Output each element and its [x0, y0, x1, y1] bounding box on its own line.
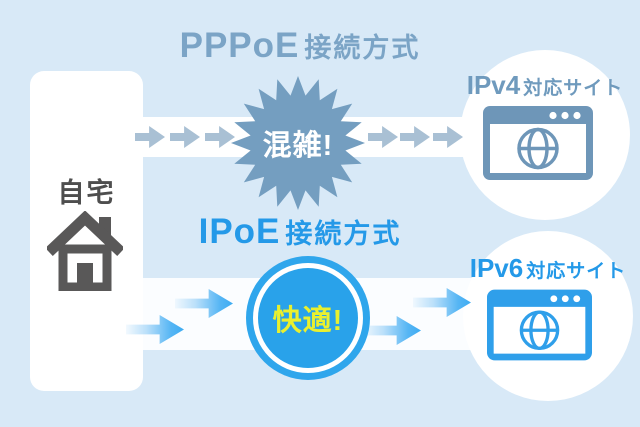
ipv6-site-name: IPv6: [469, 253, 524, 283]
ipoe-heading-latin: IPoE: [198, 212, 281, 251]
pppoe-heading-latin: PPPoE: [179, 26, 300, 65]
congestion-label: 混雑!: [262, 130, 334, 162]
ipv4-site-name: IPv4: [466, 70, 521, 100]
pppoe-heading: PPPoE 接続方式: [120, 26, 480, 66]
ipv6-site-suffix: 対応サイト: [526, 261, 627, 282]
ipv4-site-label: IPv4 対応サイト: [460, 70, 630, 101]
ipv4-site-suffix: 対応サイト: [523, 78, 624, 99]
house-icon: [47, 211, 123, 291]
ipv6-site-label: IPv6 対応サイト: [463, 253, 633, 284]
pppoe-heading-kanji: 接続方式: [304, 33, 421, 63]
globe-icon: [519, 310, 560, 351]
globe-icon: [517, 127, 559, 170]
congestion-burst: 混雑!: [228, 73, 368, 213]
browser-globe-icon: [483, 106, 593, 180]
starburst-icon: [231, 76, 365, 210]
comfort-label: 快適!: [258, 268, 358, 368]
home-box: 自宅: [30, 71, 143, 391]
browser-globe-icon: [487, 289, 592, 361]
ipv4-site-circle: IPv4 対応サイト: [460, 50, 630, 220]
ipoe-heading: IPoE 接続方式: [120, 212, 480, 252]
ipv6-site-circle: IPv6 対応サイト: [463, 231, 633, 401]
comfort-circle: 快適!: [246, 256, 370, 380]
home-label: 自宅: [57, 178, 116, 208]
ipoe-heading-kanji: 接続方式: [285, 219, 402, 249]
